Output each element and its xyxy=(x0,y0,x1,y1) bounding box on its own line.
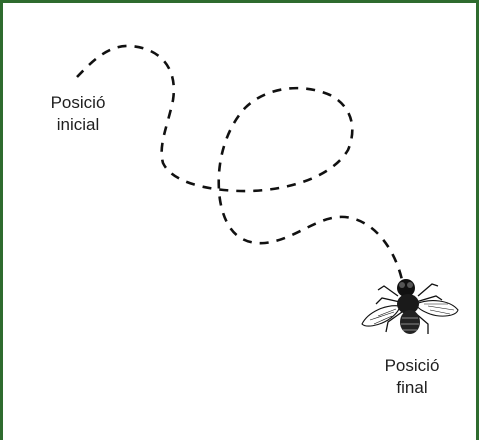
end-position-label: Posició final xyxy=(372,355,452,399)
start-position-label: Posició inicial xyxy=(38,92,118,136)
end-label-line1: Posició xyxy=(372,355,452,377)
start-label-line2: inicial xyxy=(38,114,118,136)
trajectory-path xyxy=(77,46,402,280)
fly-icon xyxy=(358,266,464,352)
start-label-line1: Posició xyxy=(38,92,118,114)
end-label-line2: final xyxy=(372,377,452,399)
